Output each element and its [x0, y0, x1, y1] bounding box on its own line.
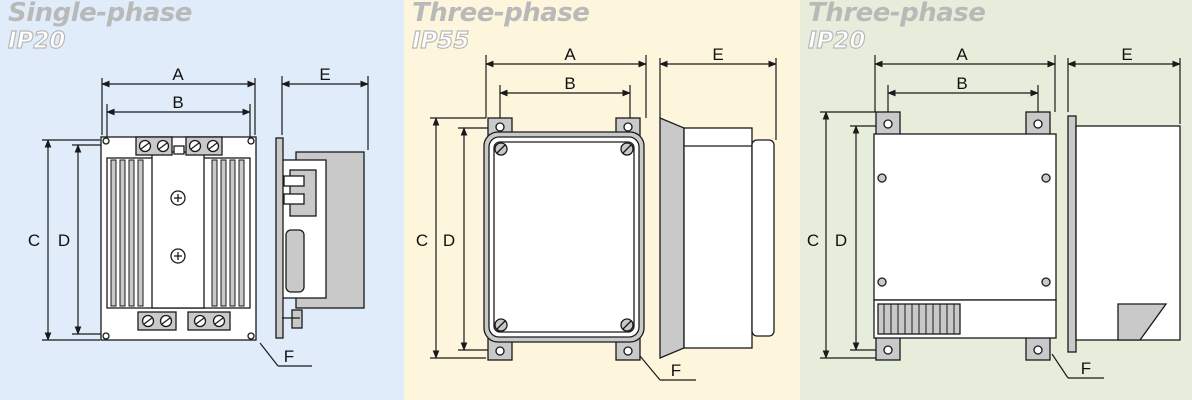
three-phase-ip20-drawing: A B C D E F	[807, 45, 1181, 379]
protection-rating: IP20	[7, 27, 66, 54]
dim-label-a: A	[564, 45, 576, 64]
panel-title: Three-phase	[808, 0, 986, 28]
panel-title: Single-phase	[8, 0, 192, 28]
three-phase-ip55-drawing: A B C D E F	[416, 45, 777, 381]
dim-label-a: A	[172, 65, 184, 84]
dim-label-e: E	[712, 45, 723, 64]
dim-label-f: F	[671, 361, 681, 380]
dim-label-b: B	[172, 93, 183, 112]
dim-label-f: F	[1081, 359, 1091, 378]
dim-label-b: B	[956, 74, 967, 93]
single-phase-drawing: A B C D E F	[28, 65, 369, 367]
dim-label-b: B	[564, 74, 575, 93]
protection-rating: IP20	[807, 27, 866, 54]
dim-label-d: D	[443, 231, 455, 250]
dim-label-d: D	[58, 231, 70, 250]
panel-single-phase-ip20: A B C D E F Single-phase IP20	[0, 0, 404, 400]
dim-label-e: E	[319, 65, 330, 84]
dim-label-f: F	[284, 347, 294, 366]
panel-three-phase-ip55: A B C D E F Three-phase IP55	[404, 0, 800, 400]
dim-label-a: A	[956, 45, 968, 64]
panel-three-phase-ip20: A B C D E F Three-phase IP20	[800, 0, 1192, 400]
dim-label-e: E	[1121, 45, 1132, 64]
protection-rating: IP55	[411, 27, 470, 54]
panel-title: Three-phase	[412, 0, 590, 28]
dim-label-c: C	[28, 231, 40, 250]
dim-label-c: C	[416, 231, 428, 250]
dim-label-c: C	[807, 231, 819, 250]
dim-label-d: D	[835, 231, 847, 250]
